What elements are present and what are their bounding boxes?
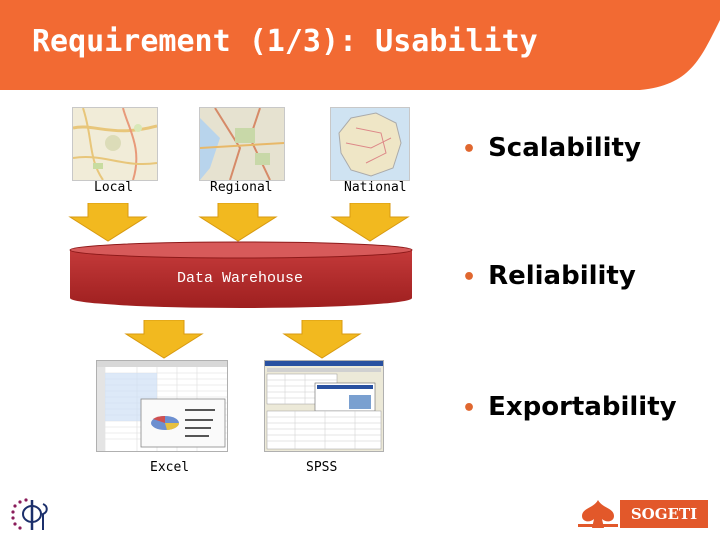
arrow-local-to-warehouse bbox=[68, 203, 148, 242]
spss-screenshot bbox=[264, 360, 384, 452]
map-label-regional: Regional bbox=[210, 180, 273, 195]
output-label-spss: SPSS bbox=[306, 460, 338, 475]
map-label-national: National bbox=[344, 180, 407, 195]
bullet-text: Scalability bbox=[488, 133, 641, 163]
regional-map-icon bbox=[199, 107, 285, 181]
title-bar bbox=[0, 0, 720, 90]
output-label-excel: Excel bbox=[150, 460, 190, 475]
bullet-scalability: • Scalability bbox=[462, 133, 641, 163]
sogeti-logo: SOGETI bbox=[620, 500, 708, 528]
bullet-dot-icon: • bbox=[462, 396, 477, 421]
sogeti-card-icon bbox=[578, 500, 618, 528]
arrow-national-to-warehouse bbox=[330, 203, 410, 242]
institute-logo-icon bbox=[11, 498, 48, 530]
data-warehouse-cylinder bbox=[69, 241, 413, 308]
arrow-warehouse-to-spss bbox=[282, 320, 362, 359]
bullet-text: Reliability bbox=[488, 261, 636, 291]
map-label-local: Local bbox=[94, 180, 134, 195]
national-map-icon bbox=[330, 107, 410, 181]
excel-screenshot bbox=[96, 360, 228, 452]
bullet-exportability: • Exportability bbox=[462, 392, 677, 422]
bullet-text: Exportability bbox=[488, 392, 677, 422]
arrow-regional-to-warehouse bbox=[198, 203, 278, 242]
bullet-reliability: • Reliability bbox=[462, 261, 636, 291]
slide-title: Requirement (1/3): Usability bbox=[32, 24, 538, 59]
bullet-dot-icon: • bbox=[462, 137, 477, 162]
local-map-icon bbox=[72, 107, 158, 181]
arrow-warehouse-to-excel bbox=[124, 320, 204, 359]
bullet-dot-icon: • bbox=[462, 265, 477, 290]
data-warehouse-label: Data Warehouse bbox=[176, 270, 304, 287]
